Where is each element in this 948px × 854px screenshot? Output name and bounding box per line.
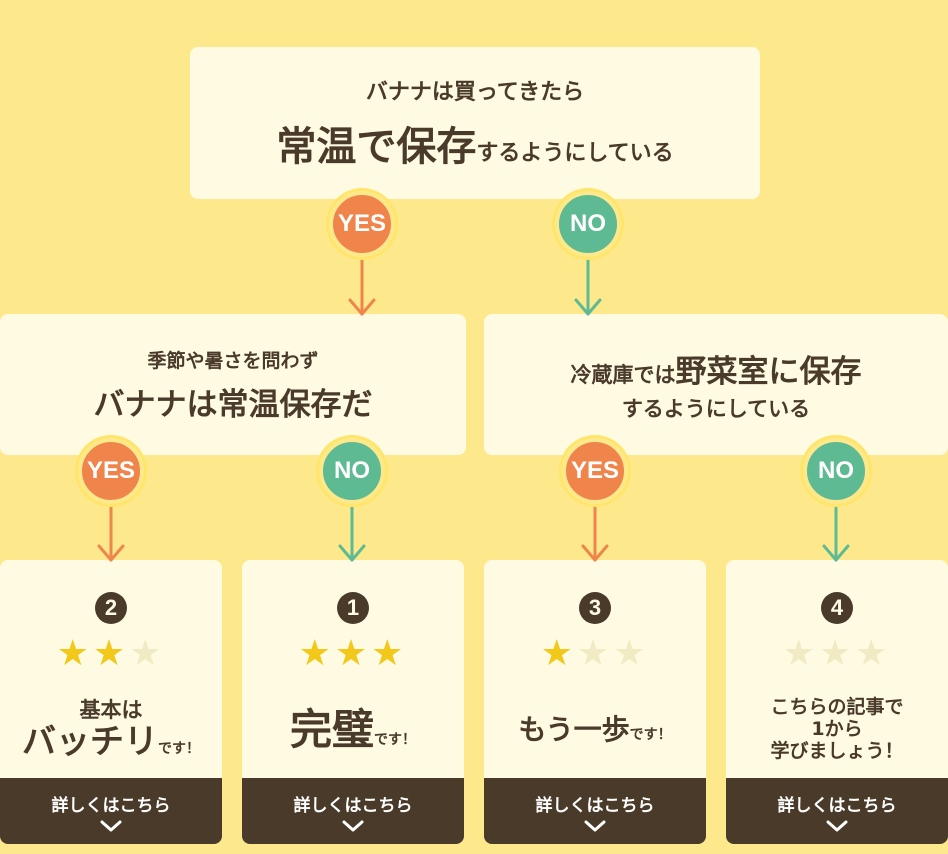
arrow-left-yes [97,503,125,562]
result-message-line3: 学びましょう！ [770,739,904,762]
question-right-emphasis: 野菜室に保存 [675,354,862,390]
details-link-label: 詳しくはこちら [777,795,897,816]
star-filled-icon: ★ [371,633,408,674]
question-left-line2: バナナは常温保存だ [93,386,373,423]
star-empty-icon: ★ [613,633,650,674]
result-message-big: 完璧 [289,704,374,754]
star-filled-icon: ★ [56,633,93,674]
question-left: 季節や暑さを問わず バナナは常温保存だ [0,314,466,455]
result-message: もう一歩です！ [484,680,706,780]
result-card-3: 3 ★★★ もう一歩です！ 詳しくはこちら [484,560,706,844]
result-message-tail: です！ [158,740,200,757]
arrow-left-no [338,503,366,562]
star-filled-icon: ★ [298,633,335,674]
details-link[interactable]: 詳しくはこちら [726,778,948,844]
star-empty-icon: ★ [129,633,166,674]
result-number: 1 [337,592,369,624]
question-right-line1: 冷蔵庫では野菜室に保存 [571,346,862,391]
star-filled-icon: ★ [92,633,130,674]
result-message-big: もう一歩 [518,712,630,746]
arrow-root-no [574,256,602,316]
question-root-rest: するようにしている [476,141,674,166]
star-empty-icon: ★ [782,633,819,674]
question-root-line2: 常温で保存するようにしている [276,114,673,172]
question-root: バナナは買ってきたら 常温で保存するようにしている [190,47,760,199]
result-card-1: 1 ★★★ 完璧です！ 詳しくはこちら [242,560,464,844]
result-message-tail: です！ [374,731,416,748]
result-number: 4 [821,592,853,624]
chevron-down-icon [584,820,606,831]
star-filled-icon: ★ [540,633,577,674]
badge-yes-left: YES [78,438,144,504]
arrow-root-yes [348,256,376,316]
result-message: こちらの記事で 1から 学びましょう！ [726,680,948,780]
badge-no-left: NO [319,438,385,504]
badge-no-right: NO [803,438,869,504]
question-left-line1: 季節や暑さを問わず [147,349,319,372]
result-card-4: 4 ★★★ こちらの記事で 1から 学びましょう！ 詳しくはこちら [726,560,948,844]
star-filled-icon: ★ [334,633,372,674]
details-link-label: 詳しくはこちら [293,795,413,816]
details-link[interactable]: 詳しくはこちら [0,778,222,844]
details-link-label: 詳しくはこちら [535,795,655,816]
chevron-down-icon [826,820,848,831]
question-root-emphasis: 常温で保存 [276,124,477,170]
rating-stars: ★★★ [0,636,222,672]
arrow-right-yes [581,503,609,562]
star-empty-icon: ★ [855,633,892,674]
arrow-right-no [822,503,850,562]
details-link-label: 詳しくはこちら [51,795,171,816]
result-card-2: 2 ★★★ 基本は バッチリです！ 詳しくはこちら [0,560,222,844]
result-number: 3 [579,592,611,624]
details-link[interactable]: 詳しくはこちら [242,778,464,844]
result-message-big: バッチリ [22,721,158,762]
question-root-line1: バナナは買ってきたら [365,80,585,105]
star-empty-icon: ★ [818,633,856,674]
question-right: 冷蔵庫では野菜室に保存 するようにしている [484,314,948,455]
details-link[interactable]: 詳しくはこちら [484,778,706,844]
result-message: 完璧です！ [242,680,464,780]
badge-no-root: NO [555,191,621,257]
star-empty-icon: ★ [576,633,614,674]
rating-stars: ★★★ [484,636,706,672]
chevron-down-icon [342,820,364,831]
rating-stars: ★★★ [726,636,948,672]
question-right-pre: 冷蔵庫では [570,363,676,387]
result-number: 2 [95,592,127,624]
result-message-line1: 基本は [79,698,143,723]
badge-yes-right: YES [562,438,628,504]
question-right-line2: するようにしている [621,397,811,421]
result-message-tail: です！ [629,726,672,743]
chevron-down-icon [100,820,122,831]
rating-stars: ★★★ [242,636,464,672]
result-message-line1: こちらの記事で [770,696,904,719]
badge-yes-root: YES [329,191,395,257]
result-message-line2: 1から [811,718,863,741]
result-message: 基本は バッチリです！ [0,680,222,780]
